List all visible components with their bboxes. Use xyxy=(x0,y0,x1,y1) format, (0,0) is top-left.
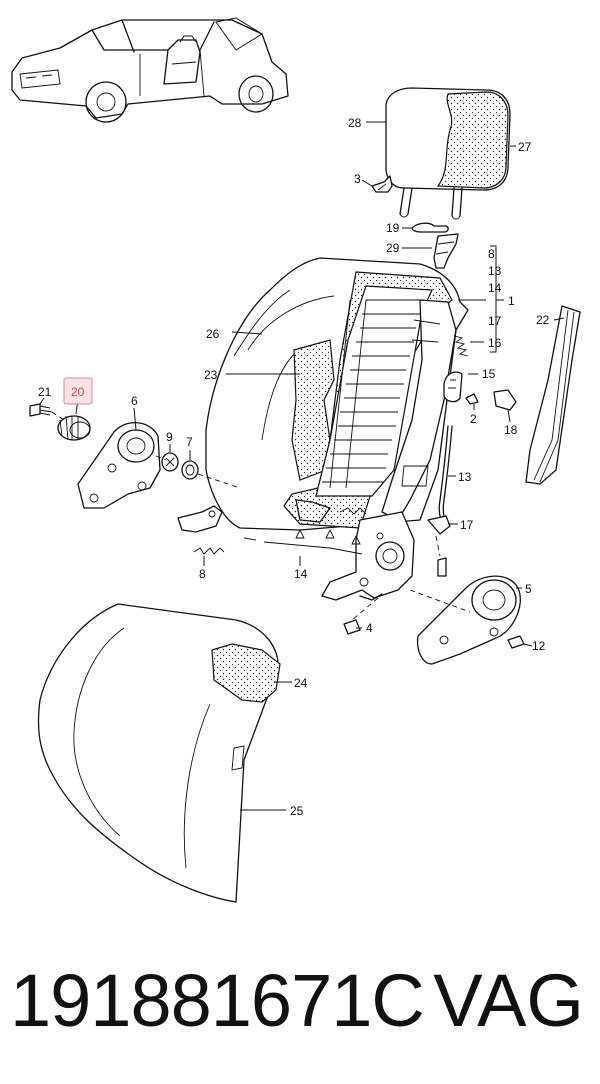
spring-part-16 xyxy=(453,335,469,357)
clip-part-3 xyxy=(371,175,393,193)
cap-part-7 xyxy=(181,460,199,480)
callout-14: 14 xyxy=(294,567,308,581)
release-part-17 xyxy=(427,515,451,577)
callout-17: 17 xyxy=(460,518,474,532)
callout-21: 21 xyxy=(38,385,52,399)
nut-part-4 xyxy=(343,619,361,635)
car-thumbnail xyxy=(11,17,289,123)
pin-part-12 xyxy=(507,635,525,649)
callout-8-top: 8 xyxy=(488,247,495,261)
seat-backrest-exploded-diagram: 28 27 3 19 29 8 13 14 1 17 16 22 26 15 2… xyxy=(11,17,581,903)
callout-8: 8 xyxy=(199,567,206,581)
callout-20: 20 xyxy=(71,385,85,399)
callout-15: 15 xyxy=(482,367,496,381)
rear-panel xyxy=(37,603,281,903)
part-number: 191881671C xyxy=(10,959,425,1042)
callout-23: 23 xyxy=(204,368,218,382)
backrest-frame-assembly xyxy=(177,257,469,601)
callout-1: 1 xyxy=(508,294,515,308)
callout-13: 13 xyxy=(458,470,472,484)
callout-13-top: 13 xyxy=(488,264,502,278)
clip-part-2 xyxy=(465,393,479,405)
spring-part-8 xyxy=(193,547,225,555)
callout-22: 22 xyxy=(536,313,550,327)
callout-6: 6 xyxy=(131,394,138,408)
callout-12: 12 xyxy=(532,639,546,653)
assembly-lines xyxy=(51,411,471,621)
callout-28: 28 xyxy=(348,116,362,130)
seal-strip-part-22 xyxy=(525,305,581,485)
headrest xyxy=(385,87,511,220)
callout-25: 25 xyxy=(290,804,304,818)
guide-part-19 xyxy=(411,222,449,233)
callout-29: 29 xyxy=(386,241,400,255)
callout-2: 2 xyxy=(470,412,477,426)
callout-18: 18 xyxy=(504,423,518,437)
highlight-box xyxy=(63,377,93,405)
callout-labels: 28 27 3 19 29 8 13 14 1 17 16 22 26 15 2… xyxy=(38,116,550,818)
washer-part-9 xyxy=(161,452,179,472)
lever-part-15 xyxy=(443,371,463,403)
hinge-plate-part-6 xyxy=(77,422,161,509)
callout-24: 24 xyxy=(294,676,308,690)
callout-5: 5 xyxy=(525,582,532,596)
callout-16: 16 xyxy=(488,336,502,350)
hinge-plate-part-5 xyxy=(416,575,521,665)
sleeve-part-29 xyxy=(433,233,459,269)
handwheel-part-20 xyxy=(57,415,91,441)
callout-26: 26 xyxy=(206,327,220,341)
callout-17-top: 17 xyxy=(488,314,502,328)
callout-7: 7 xyxy=(186,435,193,449)
callout-27: 27 xyxy=(518,140,532,154)
cap-part-18 xyxy=(493,389,517,411)
brand-label: VAG xyxy=(433,959,584,1042)
leader-lines xyxy=(39,121,565,811)
callout-3: 3 xyxy=(354,172,361,186)
callout-4: 4 xyxy=(366,621,373,635)
callout-9: 9 xyxy=(166,430,173,444)
callout-19: 19 xyxy=(386,221,400,235)
callout-14-top: 14 xyxy=(488,281,502,295)
screw-part-21 xyxy=(29,403,53,417)
rod-part-14 xyxy=(243,528,363,555)
